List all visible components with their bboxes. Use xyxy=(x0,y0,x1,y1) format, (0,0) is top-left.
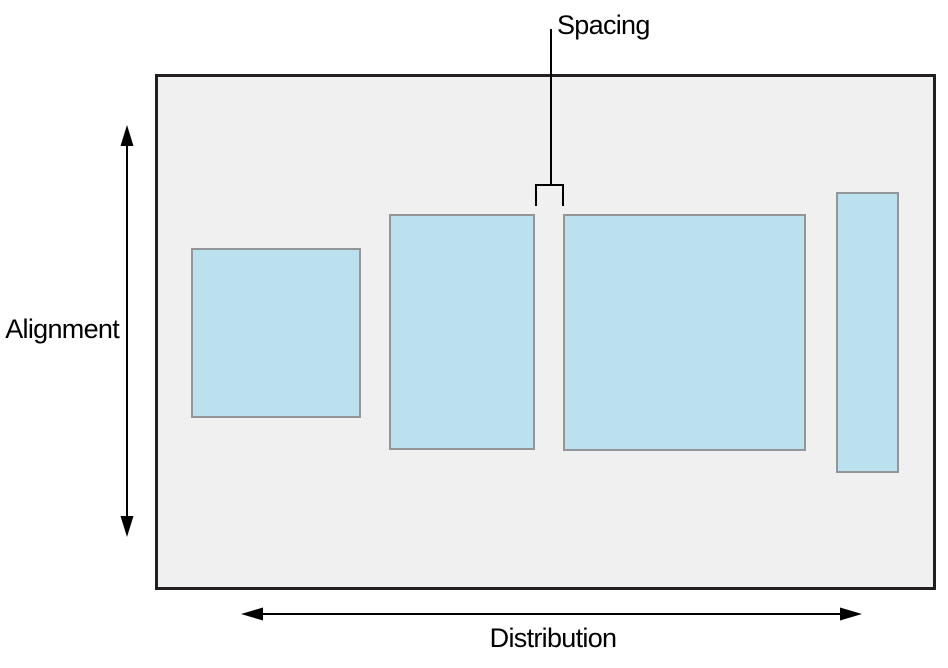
alignment-arrow-down-head xyxy=(120,516,134,537)
spacing-label: Spacing xyxy=(557,10,650,40)
distribution-arrow-right-head xyxy=(840,607,862,621)
alignment-arrow-up-head xyxy=(120,125,134,146)
distribution-label: Distribution xyxy=(489,623,617,653)
item-box-narrow xyxy=(836,192,899,473)
item-box-tall xyxy=(389,214,535,450)
alignment-label: Alignment xyxy=(5,314,119,344)
item-box-wide xyxy=(563,214,806,451)
distribution-arrow-left-head xyxy=(241,607,263,621)
item-box-square xyxy=(191,248,361,418)
